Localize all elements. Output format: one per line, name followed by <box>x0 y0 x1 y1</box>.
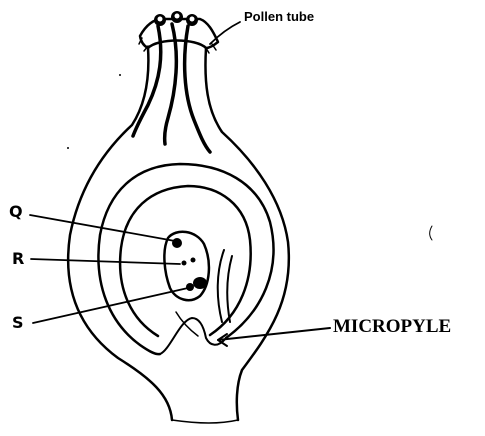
funicle <box>160 312 226 354</box>
micropyle-label: MICROPYLE <box>333 316 451 338</box>
label-r: R <box>12 249 24 268</box>
nucellus <box>218 250 232 322</box>
ovary-wall <box>68 48 289 423</box>
pollen-tube-label: Pollen tube <box>244 9 314 24</box>
stigma <box>139 11 218 53</box>
label-q: Q <box>9 202 23 221</box>
specks <box>67 74 432 240</box>
embryo-sac <box>164 232 209 300</box>
label-s: S <box>12 313 24 332</box>
